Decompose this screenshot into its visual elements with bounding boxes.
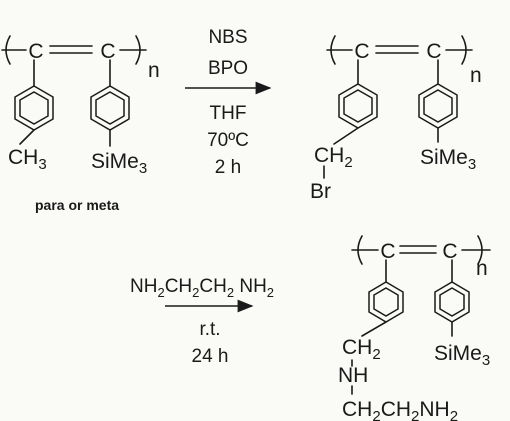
carbon-label: C — [426, 40, 441, 63]
reagent-bpo: BPO — [208, 58, 248, 79]
aminated-polymer: C C n CH2 NH CH2CH2NH2 SiMe3 — [338, 235, 491, 421]
time-label: 2 h — [215, 157, 241, 178]
repeat-index: n — [148, 59, 160, 82]
trimethylsilyl-label: SiMe3 — [91, 150, 147, 177]
repeat-index: n — [470, 64, 482, 87]
trimethylsilyl-label: SiMe3 — [434, 342, 490, 369]
ethylenediamine-label: NH2CH2CH2 NH2 — [130, 276, 274, 300]
carbon-label: C — [100, 40, 115, 63]
trimethylsilyl-label: SiMe3 — [420, 146, 476, 173]
carbon-label: C — [442, 240, 457, 263]
bromine-label: Br — [310, 180, 331, 203]
aminoethyl-label: CH2CH2NH2 — [342, 398, 458, 421]
methyl-label: CH3 — [8, 146, 47, 173]
amine-nh-label: NH — [338, 364, 368, 387]
benzene-ring-inner — [343, 89, 373, 123]
temperature-label: 70ºC — [207, 130, 249, 151]
starting-polymer: C C n CH3 SiMe3 para or meta — [1, 35, 160, 213]
repeat-index: n — [476, 257, 488, 280]
benzene-ring-inner — [439, 287, 465, 317]
methylene-label: CH2 — [314, 144, 353, 171]
solvent-label: THF — [210, 103, 247, 124]
benzene-ring-inner — [423, 89, 453, 123]
carbon-label: C — [28, 40, 43, 63]
reagent-nbs: NBS — [208, 27, 247, 48]
step1-conditions: NBS BPO THF 70ºC 2 h — [185, 27, 272, 178]
brominated-polymer: C C n CH2 Br SiMe3 — [310, 35, 482, 203]
methylene-label: CH2 — [342, 336, 381, 363]
step2-conditions: NH2CH2CH2 NH2 r.t. 24 h — [130, 276, 274, 367]
condition-label: r.t. — [199, 319, 220, 340]
carbon-label: C — [380, 240, 395, 263]
benzene-ring-inner — [19, 91, 49, 125]
benzene-ring-inner — [95, 91, 125, 125]
time-label: 24 h — [192, 346, 229, 367]
para-or-meta-label: para or meta — [35, 197, 119, 213]
benzene-ring-inner — [373, 287, 399, 317]
carbon-label: C — [354, 40, 369, 63]
